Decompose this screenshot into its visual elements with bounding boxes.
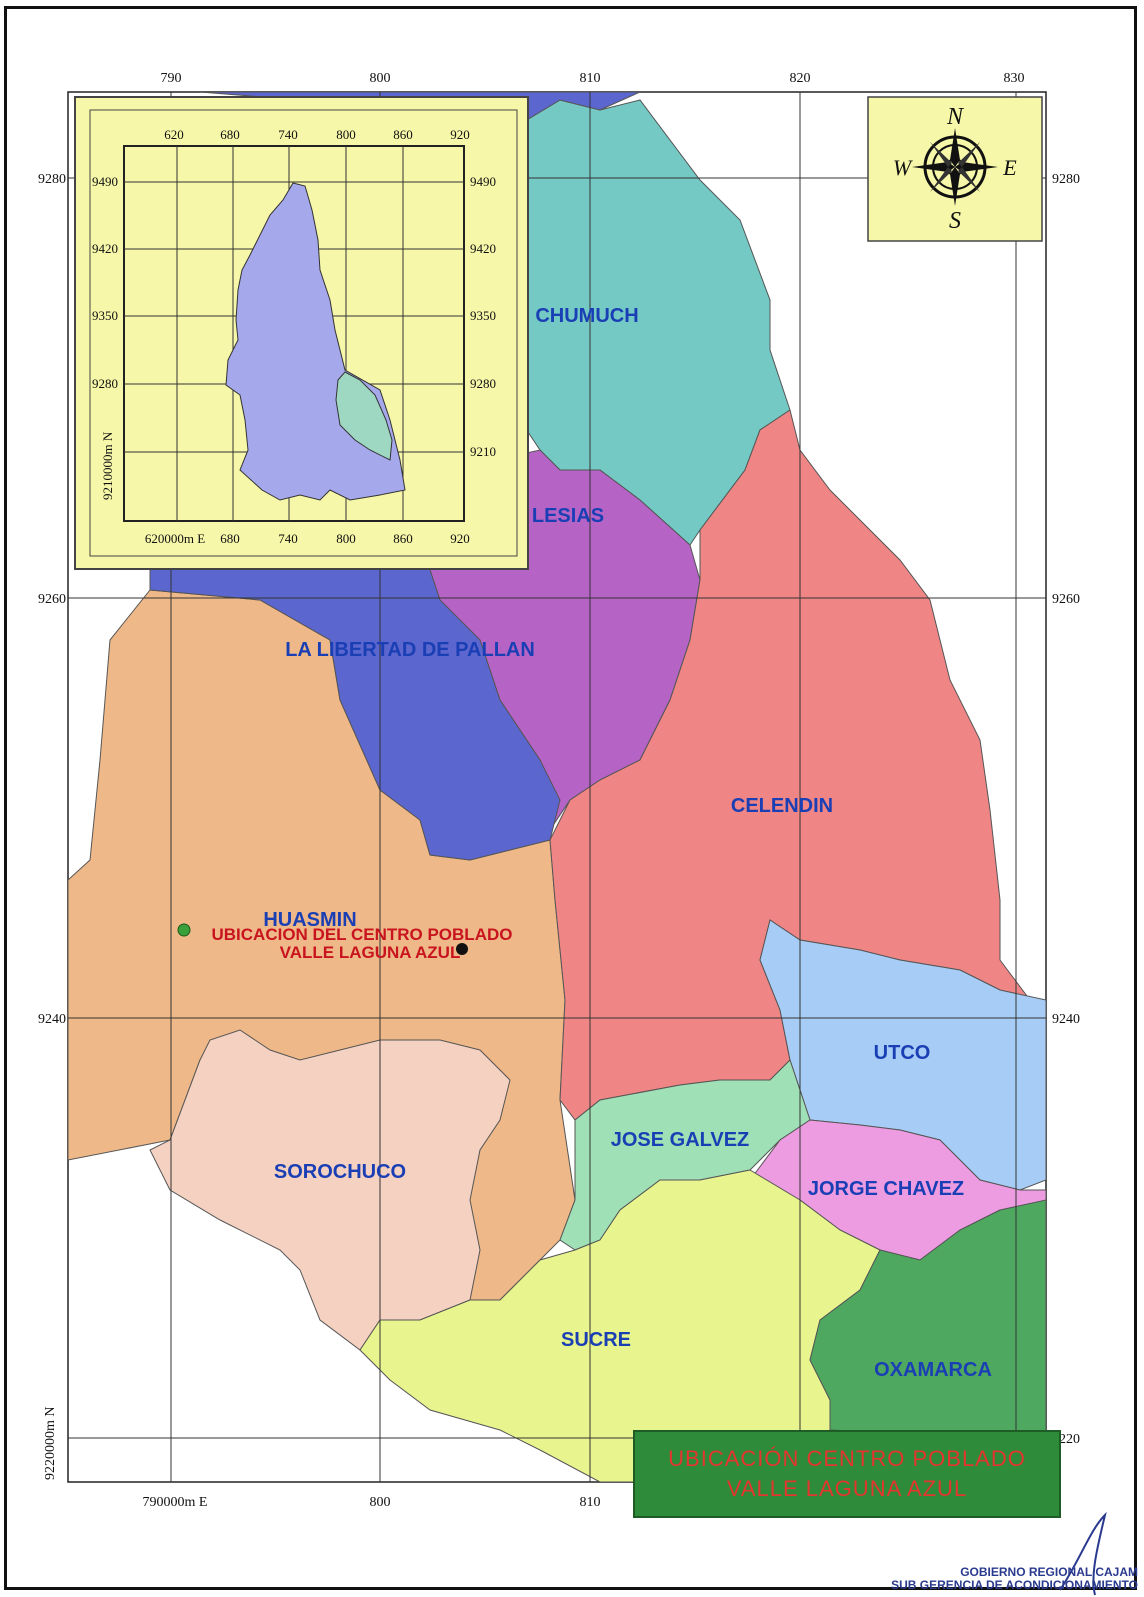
label-huasmin: HUASMIN [263,909,356,931]
compass-east: E [1002,155,1017,180]
signature-mark [1059,1511,1107,1596]
inset-x-tick-bottom: 920 [450,531,470,546]
compass-rose-icon: N S W E [867,96,1043,242]
x-tick-top: 820 [790,71,811,86]
label-utco: UTCO [874,1042,931,1064]
location-dot-black[interactable] [456,943,468,955]
label-sorochuco: SOROCHUCO [274,1161,406,1183]
label-jorge-chavez: JORGE CHAVEZ [808,1178,964,1200]
inset-highlight [335,371,393,461]
map-title-line2: VALLE LAGUNA AZUL [726,1476,968,1501]
y-ticks-right: 9280 9260 9240 9220 [1052,172,1080,1447]
y-tick-right: 9280 [1052,172,1080,187]
compass-south: S [949,208,961,234]
inset-x-tick-top: 920 [450,127,470,142]
inset-inner-border [89,109,518,557]
footer-line2: SUB GERENCIA DE ACONDICIONAMIENTO [891,1578,1138,1592]
location-dot-green[interactable] [177,923,191,937]
inset-y-tick-left: 9420 [92,241,118,256]
district-sorochuco[interactable] [149,1029,511,1351]
x-tick-bottom: 810 [580,1495,601,1510]
inset-y-tick-right: 9490 [470,174,496,189]
inset-x-tick-top: 800 [336,127,356,142]
district-sucre[interactable] [359,1169,881,1482]
inset-x-tick-bottom: 680 [220,531,240,546]
map-title-line1: UBICACIÓN CENTRO POBLADO [668,1446,1026,1471]
inset-y-tick-right: 9210 [470,444,496,459]
x-tick-top: 790 [161,71,182,86]
y-tick-left: 9240 [38,1012,66,1027]
label-sucre: SUCRE [561,1329,631,1351]
inset-x-tick-bottom: 620000m E [145,531,205,546]
y-tick-right: 9260 [1052,592,1080,607]
label-oxamarca: OXAMARCA [874,1359,992,1381]
inset-x-tick-top: 680 [220,127,240,142]
inset-x-tick-top: 740 [278,127,298,142]
x-tick-bottom: 800 [370,1495,391,1510]
map-title-box: UBICACIÓN CENTRO POBLADO VALLE LAGUNA AZ… [633,1430,1061,1518]
inset-y-tick-left: 9490 [92,174,118,189]
inset-x-tick-bottom: 740 [278,531,298,546]
inset-x-tick-top: 860 [393,127,413,142]
inset-y-tick-left: 9350 [92,308,118,323]
location-label-line2: VALLE LAGUNA AZUL [280,943,461,962]
inset-y-tick-right: 9350 [470,308,496,323]
compass-west: W [893,155,913,180]
inset-y-tick-right: 9420 [470,241,496,256]
inset-y-tick-left: 9280 [92,376,118,391]
location-label-line1: UBICACION DEL CENTRO POBLADO [212,925,513,944]
inset-x-tick-bottom: 800 [336,531,356,546]
inset-y-axis-label: 9210000m N [100,431,115,500]
x-tick-bottom: 790000m E [143,1495,208,1510]
x-tick-top: 810 [580,71,601,86]
footer-line1: GOBIERNO REGIONAL CAJAM [960,1565,1138,1579]
label-chumuch: CHUMUCH [535,305,638,327]
label-lesias: LESIAS [532,505,604,527]
inset-frame [123,145,465,522]
y-tick-left: 9280 [38,172,66,187]
inset-x-tick-top: 620 [164,127,184,142]
compass-north: N [946,104,965,130]
y-tick-left: 9260 [38,592,66,607]
label-jose-galvez: JOSE GALVEZ [611,1129,750,1151]
x-tick-top: 800 [370,71,391,86]
label-libertad-de-pallan: LA LIBERTAD DE PALLAN [285,639,535,661]
inset-map: 620 680 740 800 860 920 620000m E 680 74… [74,96,529,570]
y-tick-right: 9240 [1052,1012,1080,1027]
inset-y-tick-right: 9280 [470,376,496,391]
y-ticks-left: 9280 9260 9240 [38,172,66,1027]
label-celendin: CELENDIN [731,795,833,817]
footer-institution: GOBIERNO REGIONAL CAJAM SUB GERENCIA DE … [888,1566,1138,1592]
y-axis-label: 9220000m N [43,1407,58,1481]
inset-x-tick-bottom: 860 [393,531,413,546]
x-tick-top: 830 [1004,71,1025,86]
x-ticks-top: 790 800 810 820 830 [161,71,1025,86]
